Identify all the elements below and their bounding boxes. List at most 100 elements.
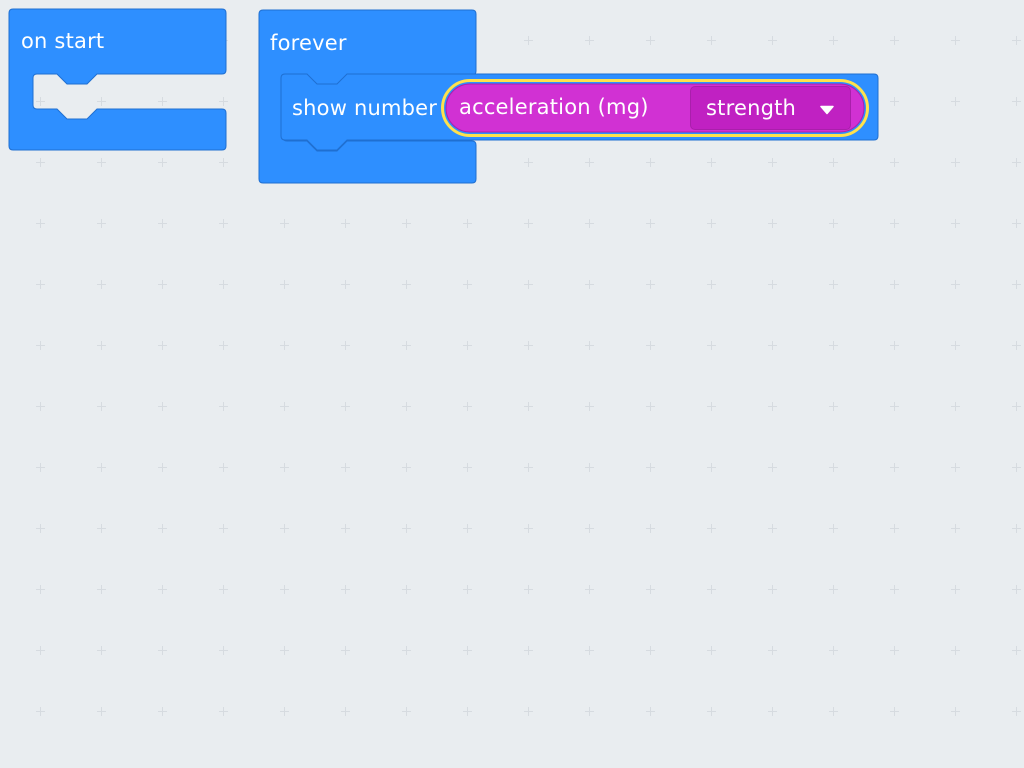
grid-mark: [707, 36, 716, 45]
grid-mark: [707, 280, 716, 289]
grid-mark: [219, 97, 228, 106]
grid-mark: [829, 585, 838, 594]
grid-mark: [829, 463, 838, 472]
grid-mark: [463, 280, 472, 289]
grid-mark: [158, 280, 167, 289]
grid-mark: [1012, 524, 1021, 533]
grid-mark: [585, 341, 594, 350]
grid-mark: [158, 707, 167, 716]
grid-mark: [951, 707, 960, 716]
grid-mark: [219, 219, 228, 228]
grid-mark: [463, 219, 472, 228]
grid-mark: [280, 219, 289, 228]
grid-mark: [158, 341, 167, 350]
grid-mark: [707, 463, 716, 472]
grid-mark: [646, 524, 655, 533]
grid-mark: [524, 219, 533, 228]
grid-mark: [768, 585, 777, 594]
grid-mark: [524, 585, 533, 594]
grid-mark: [951, 36, 960, 45]
grid-mark: [585, 646, 594, 655]
grid-mark: [280, 707, 289, 716]
grid-mark: [280, 646, 289, 655]
grid-mark: [646, 463, 655, 472]
grid-mark: [707, 707, 716, 716]
grid-mark: [951, 402, 960, 411]
grid-mark: [402, 707, 411, 716]
grid-mark: [280, 463, 289, 472]
grid-mark: [402, 585, 411, 594]
grid-mark: [158, 158, 167, 167]
grid-mark: [463, 646, 472, 655]
grid-mark: [524, 280, 533, 289]
grid-mark: [707, 402, 716, 411]
grid-mark: [1012, 402, 1021, 411]
acceleration-label: acceleration (mg): [459, 95, 649, 119]
grid-mark: [707, 646, 716, 655]
grid-mark: [219, 585, 228, 594]
grid-mark: [1012, 707, 1021, 716]
grid-mark: [402, 402, 411, 411]
grid-mark: [158, 585, 167, 594]
grid-mark: [97, 646, 106, 655]
grid-mark: [951, 280, 960, 289]
grid-mark: [646, 585, 655, 594]
grid-mark: [585, 36, 594, 45]
grid-mark: [341, 707, 350, 716]
grid-mark: [463, 341, 472, 350]
grid-mark: [829, 280, 838, 289]
grid-mark: [402, 646, 411, 655]
on-start-label: on start: [21, 29, 105, 53]
grid-mark: [341, 219, 350, 228]
grid-mark: [951, 524, 960, 533]
on-start-block[interactable]: on start: [8, 8, 227, 151]
acceleration-dimension-dropdown[interactable]: strength: [690, 86, 851, 130]
grid-mark: [341, 646, 350, 655]
grid-mark: [951, 646, 960, 655]
grid-mark: [1012, 463, 1021, 472]
grid-mark: [280, 524, 289, 533]
grid-mark: [280, 280, 289, 289]
grid-mark: [36, 463, 45, 472]
grid-mark: [402, 280, 411, 289]
grid-mark: [585, 158, 594, 167]
grid-mark: [951, 219, 960, 228]
grid-mark: [36, 524, 45, 533]
grid-mark: [768, 524, 777, 533]
grid-mark: [36, 97, 45, 106]
grid-mark: [646, 280, 655, 289]
grid-mark: [951, 341, 960, 350]
grid-mark: [463, 402, 472, 411]
grid-mark: [341, 341, 350, 350]
grid-mark: [585, 219, 594, 228]
grid-mark: [890, 707, 899, 716]
grid-mark: [1012, 158, 1021, 167]
grid-mark: [829, 158, 838, 167]
grid-mark: [890, 36, 899, 45]
grid-mark: [402, 463, 411, 472]
grid-mark: [97, 280, 106, 289]
grid-mark: [768, 219, 777, 228]
grid-mark: [219, 402, 228, 411]
grid-mark: [463, 524, 472, 533]
grid-mark: [890, 524, 899, 533]
grid-mark: [97, 463, 106, 472]
grid-mark: [1012, 219, 1021, 228]
grid-mark: [646, 158, 655, 167]
grid-mark: [646, 646, 655, 655]
grid-mark: [158, 463, 167, 472]
grid-mark: [890, 97, 899, 106]
acceleration-reporter-block[interactable]: acceleration (mg) strength: [441, 79, 869, 137]
grid-mark: [646, 219, 655, 228]
grid-mark: [829, 646, 838, 655]
grid-mark: [768, 646, 777, 655]
forever-block[interactable]: forever: [258, 9, 477, 185]
forever-block-body: [258, 9, 477, 184]
grid-mark: [707, 585, 716, 594]
grid-mark: [219, 463, 228, 472]
grid-mark: [158, 646, 167, 655]
grid-mark: [463, 463, 472, 472]
grid-mark: [951, 463, 960, 472]
grid-mark: [768, 463, 777, 472]
